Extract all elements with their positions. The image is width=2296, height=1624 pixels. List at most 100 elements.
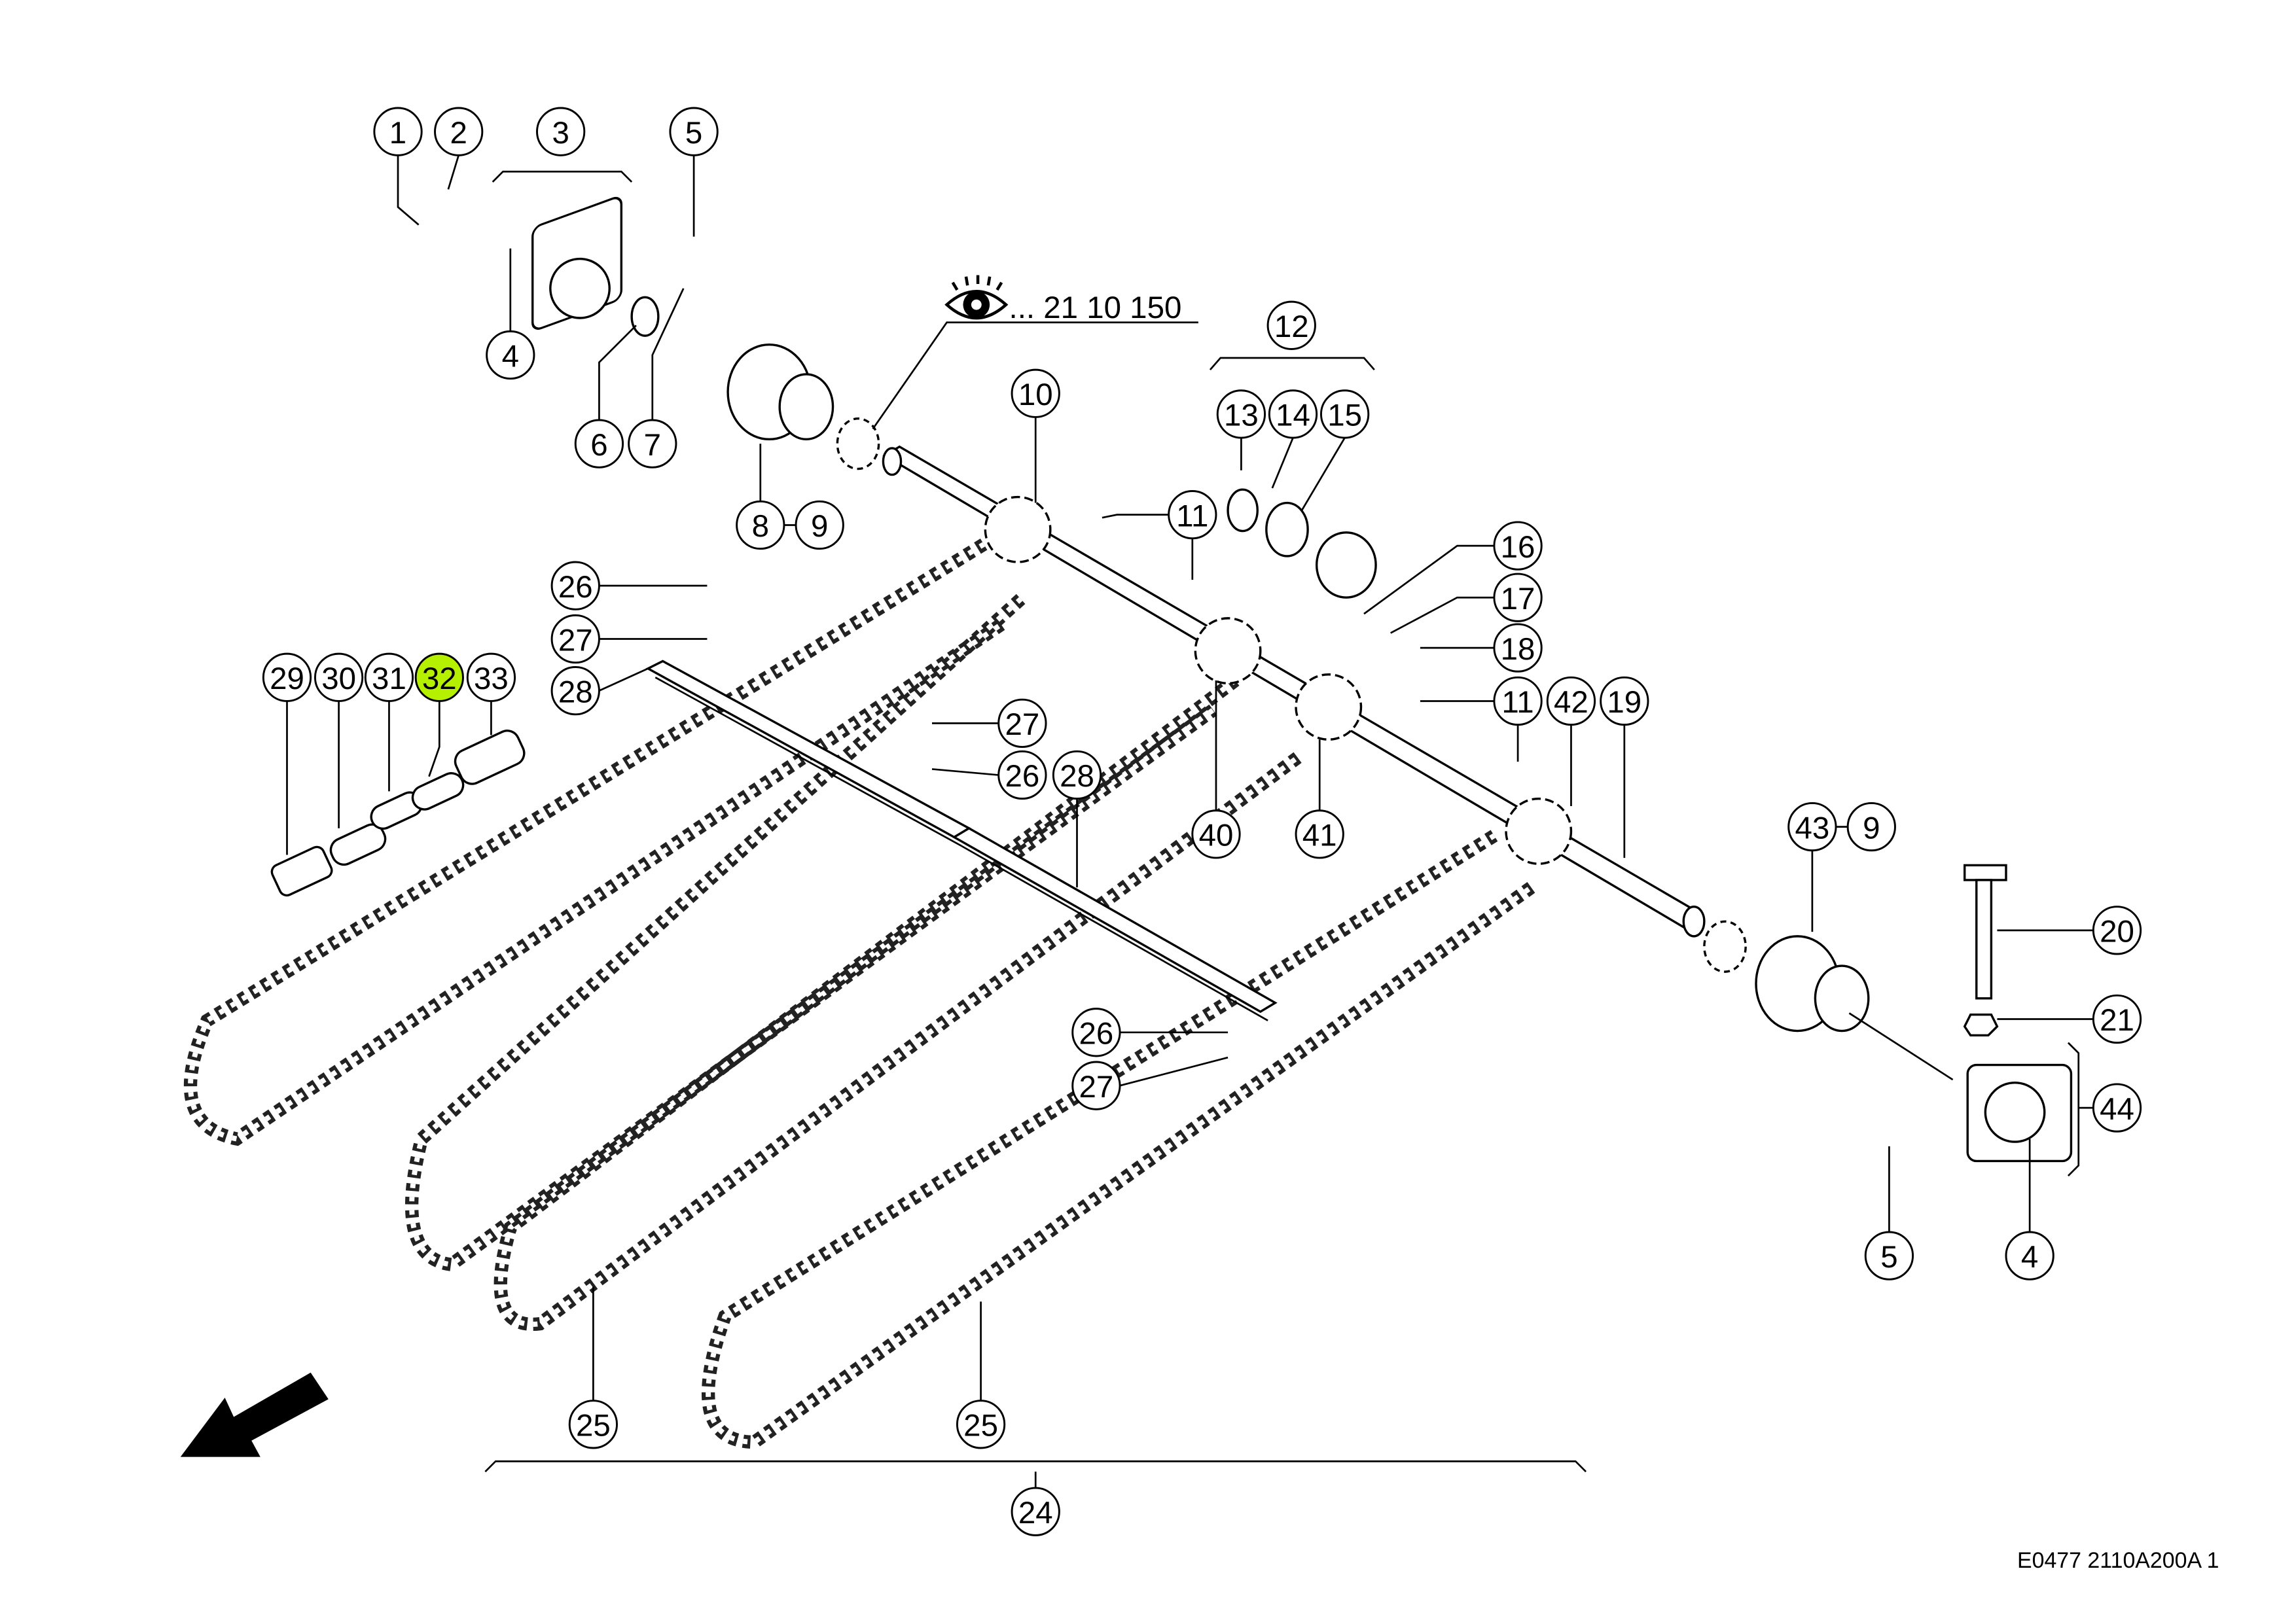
callout-3[interactable]: 3 xyxy=(536,107,586,156)
callout-11[interactable]: 11 xyxy=(1168,490,1217,540)
callout-5[interactable]: 5 xyxy=(669,107,719,156)
chain-2 xyxy=(405,593,1217,1272)
callout-label: 19 xyxy=(1607,685,1641,720)
callout-circle xyxy=(956,1400,1006,1449)
callout-circle xyxy=(536,107,586,156)
callout-circle xyxy=(795,500,844,550)
callout-27[interactable]: 27 xyxy=(997,698,1047,749)
callout-label: 27 xyxy=(558,623,593,658)
callout-18[interactable]: 18 xyxy=(1493,623,1543,673)
callout-8[interactable]: 8 xyxy=(736,500,785,550)
callout-label: 42 xyxy=(1554,685,1588,720)
callout-1[interactable]: 1 xyxy=(373,107,423,156)
callout-2[interactable]: 2 xyxy=(434,107,484,156)
callout-label: 44 xyxy=(2100,1092,2134,1127)
callout-4[interactable]: 4 xyxy=(2005,1231,2054,1280)
callout-26[interactable]: 26 xyxy=(550,561,600,610)
callout-circle xyxy=(434,107,484,156)
callout-label: 28 xyxy=(1060,759,1094,794)
callout-10[interactable]: 10 xyxy=(1011,368,1060,418)
callout-circle xyxy=(1011,368,1060,418)
callout-label: 5 xyxy=(1880,1240,1897,1275)
callout-circle xyxy=(314,652,364,702)
callout-44[interactable]: 44 xyxy=(2092,1083,2142,1133)
callout-6[interactable]: 6 xyxy=(574,419,624,468)
callout-25[interactable]: 25 xyxy=(956,1400,1006,1449)
callout-5[interactable]: 5 xyxy=(1864,1231,1914,1280)
callout-9[interactable]: 9 xyxy=(795,500,844,550)
callout-label: 27 xyxy=(1005,707,1039,742)
callout-19[interactable]: 19 xyxy=(1600,676,1649,726)
callout-28[interactable]: 28 xyxy=(550,666,600,716)
callout-13[interactable]: 13 xyxy=(1216,389,1266,439)
callout-41[interactable]: 41 xyxy=(1295,809,1344,859)
leader-lines xyxy=(286,154,2094,1489)
callout-27[interactable]: 27 xyxy=(550,614,600,664)
callout-label: 28 xyxy=(558,675,593,709)
callout-label: 1 xyxy=(389,116,406,150)
sprockets xyxy=(984,495,1573,865)
callout-28[interactable]: 28 xyxy=(1052,750,1102,800)
callout-32[interactable]: 32 xyxy=(414,652,464,702)
callout-circle xyxy=(1600,676,1649,726)
callout-29[interactable]: 29 xyxy=(262,652,312,702)
callout-circle xyxy=(1493,676,1543,726)
callout-label: 9 xyxy=(811,509,828,544)
callout-label: 7 xyxy=(644,428,661,463)
callout-circle xyxy=(550,666,600,716)
callout-16[interactable]: 16 xyxy=(1493,521,1543,571)
callout-12[interactable]: 12 xyxy=(1266,300,1316,350)
callout-label: 17 xyxy=(1501,582,1535,616)
callout-17[interactable]: 17 xyxy=(1493,573,1543,622)
chain-3 xyxy=(493,675,1306,1332)
callout-label: 30 xyxy=(321,662,356,696)
callout-25[interactable]: 25 xyxy=(568,1400,619,1449)
callout-26[interactable]: 26 xyxy=(1071,1008,1121,1057)
callout-26[interactable]: 26 xyxy=(997,750,1047,800)
chain-1 xyxy=(183,538,1010,1146)
callout-circle xyxy=(486,330,535,380)
callout-40[interactable]: 40 xyxy=(1191,809,1241,859)
callout-27[interactable]: 27 xyxy=(1071,1061,1121,1110)
callout-7[interactable]: 7 xyxy=(628,419,677,468)
chain-4 xyxy=(702,830,1535,1449)
callout-14[interactable]: 14 xyxy=(1268,389,1318,439)
callout-label: 29 xyxy=(270,662,304,696)
callout-4[interactable]: 4 xyxy=(486,330,535,380)
callout-31[interactable]: 31 xyxy=(364,652,414,702)
callout-label: 33 xyxy=(474,662,509,696)
callout-label: 11 xyxy=(1501,685,1534,720)
callout-circle xyxy=(414,652,464,702)
callout-circle xyxy=(568,1400,619,1449)
eye-icon xyxy=(944,275,1009,320)
callout-circle xyxy=(550,561,600,610)
callout-20[interactable]: 20 xyxy=(2092,906,2142,955)
callout-label: 26 xyxy=(558,570,593,605)
callout-11[interactable]: 11 xyxy=(1493,676,1543,726)
callout-42[interactable]: 42 xyxy=(1546,676,1596,726)
callout-circle xyxy=(1168,490,1217,540)
callout-9[interactable]: 9 xyxy=(1846,802,1896,852)
callout-43[interactable]: 43 xyxy=(1787,802,1837,852)
callout-circle xyxy=(262,652,312,702)
callout-circle xyxy=(2092,994,2142,1044)
callout-33[interactable]: 33 xyxy=(466,652,516,702)
callout-circle xyxy=(1191,809,1241,859)
callout-30[interactable]: 30 xyxy=(314,652,364,702)
callout-circle xyxy=(574,419,624,468)
callout-label: 4 xyxy=(502,339,519,374)
callout-15[interactable]: 15 xyxy=(1319,389,1370,439)
cross-reference[interactable]: ... 21 10 150 xyxy=(944,275,1182,325)
callout-circle xyxy=(1493,521,1543,571)
callout-21[interactable]: 21 xyxy=(2092,994,2142,1044)
callout-24[interactable]: 24 xyxy=(1011,1487,1060,1536)
callout-circle xyxy=(1011,1487,1060,1536)
callout-label: 8 xyxy=(752,509,769,544)
callout-circle xyxy=(1216,389,1266,439)
callout-circle xyxy=(669,107,719,156)
callout-label: 26 xyxy=(1079,1017,1113,1051)
callout-circle xyxy=(1546,676,1596,726)
callout-label: 43 xyxy=(1795,811,1829,845)
callout-label: 5 xyxy=(685,116,702,150)
